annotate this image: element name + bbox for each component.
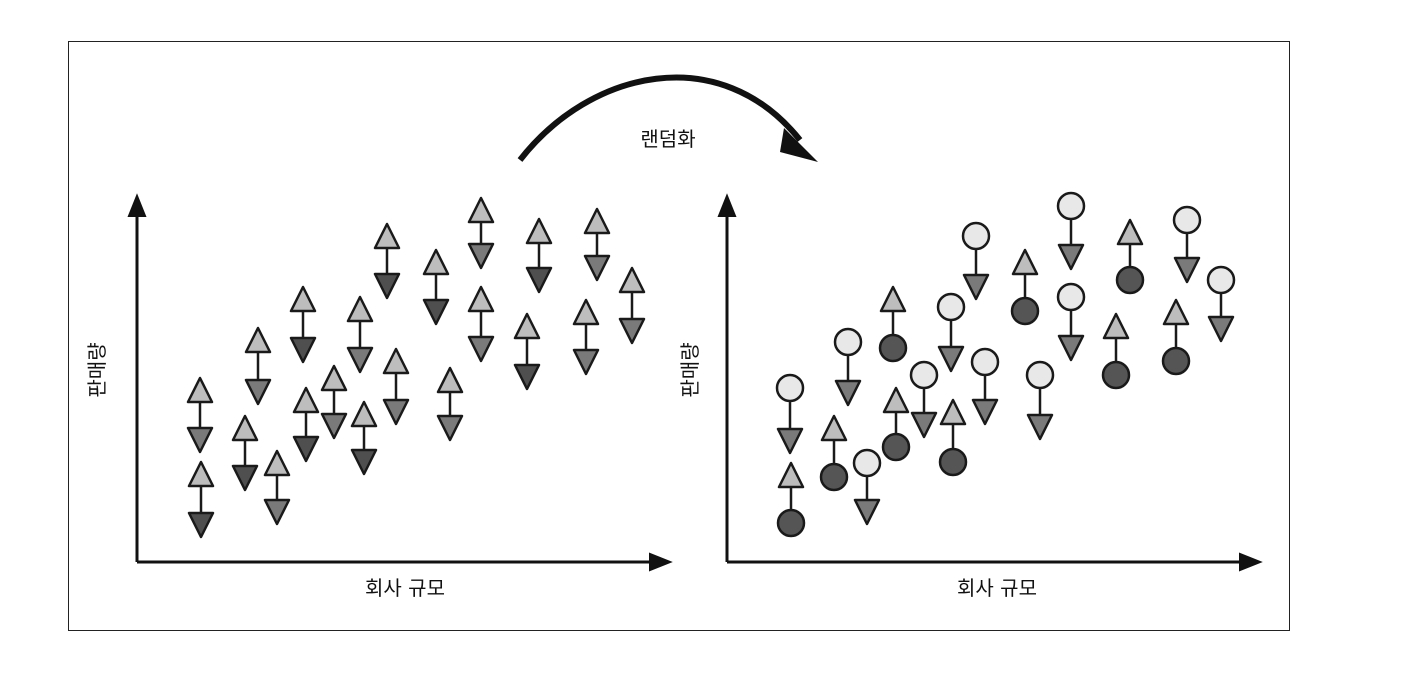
up-triangle-marker — [572, 298, 600, 326]
randomize-arrowhead-icon — [780, 128, 818, 162]
down-triangle-marker — [467, 335, 495, 363]
up-triangle-marker — [231, 414, 259, 442]
up-triangle-marker — [186, 376, 214, 404]
down-triangle-marker — [320, 412, 348, 440]
light-circle-marker — [852, 448, 882, 478]
right-markers — [775, 191, 1236, 538]
light-circle-marker — [775, 373, 805, 403]
up-triangle-marker — [939, 398, 967, 426]
left-markers — [186, 196, 646, 539]
up-triangle-marker — [292, 386, 320, 414]
down-triangle-marker — [346, 346, 374, 374]
up-triangle-marker — [525, 217, 553, 245]
up-triangle-marker — [289, 285, 317, 313]
up-triangle-marker — [820, 414, 848, 442]
down-triangle-marker — [292, 435, 320, 463]
up-triangle-marker — [777, 461, 805, 489]
up-triangle-marker — [373, 222, 401, 250]
down-triangle-marker — [263, 498, 291, 526]
right-panel: 회사 규모 판매량 — [678, 191, 1263, 600]
down-triangle-marker — [231, 464, 259, 492]
up-triangle-marker — [513, 312, 541, 340]
down-triangle-marker — [618, 317, 646, 345]
light-circle-marker — [833, 327, 863, 357]
down-triangle-marker — [910, 411, 938, 439]
down-triangle-marker — [937, 345, 965, 373]
dark-circle-marker — [819, 462, 849, 492]
down-triangle-marker — [572, 348, 600, 376]
dark-circle-marker — [1010, 296, 1040, 326]
right-y-label: 판매량 — [678, 342, 702, 397]
down-triangle-marker — [350, 448, 378, 476]
down-triangle-marker — [513, 363, 541, 391]
light-circle-marker — [1206, 265, 1236, 295]
up-triangle-marker — [1011, 248, 1039, 276]
light-circle-marker — [970, 347, 1000, 377]
up-triangle-marker — [436, 366, 464, 394]
randomize-label: 랜덤화 — [640, 127, 695, 151]
up-triangle-marker — [618, 266, 646, 294]
down-triangle-marker — [1207, 315, 1235, 343]
dark-circle-marker — [1115, 265, 1145, 295]
light-circle-marker — [1025, 360, 1055, 390]
left-y-label: 판매량 — [85, 342, 109, 397]
down-triangle-marker — [187, 511, 215, 539]
down-triangle-marker — [244, 378, 272, 406]
light-circle-marker — [1172, 205, 1202, 235]
down-triangle-marker — [1057, 334, 1085, 362]
up-triangle-marker — [244, 326, 272, 354]
down-triangle-marker — [467, 242, 495, 270]
down-triangle-marker — [186, 426, 214, 454]
down-triangle-marker — [525, 266, 553, 294]
up-triangle-marker — [583, 207, 611, 235]
up-triangle-marker — [382, 347, 410, 375]
down-triangle-marker — [289, 336, 317, 364]
down-triangle-marker — [1026, 413, 1054, 441]
dark-circle-marker — [1101, 360, 1131, 390]
up-triangle-marker — [263, 449, 291, 477]
light-circle-marker — [961, 221, 991, 251]
down-triangle-marker — [834, 379, 862, 407]
down-triangle-marker — [962, 273, 990, 301]
right-x-label: 회사 규모 — [957, 576, 1037, 600]
down-triangle-marker — [971, 398, 999, 426]
up-triangle-marker — [187, 460, 215, 488]
down-triangle-marker — [1173, 256, 1201, 284]
down-triangle-marker — [382, 398, 410, 426]
up-triangle-marker — [879, 285, 907, 313]
up-triangle-marker — [346, 295, 374, 323]
down-triangle-marker — [853, 498, 881, 526]
dark-circle-marker — [881, 432, 911, 462]
down-triangle-marker — [583, 254, 611, 282]
down-triangle-marker — [776, 427, 804, 455]
light-circle-marker — [936, 292, 966, 322]
up-triangle-marker — [320, 364, 348, 392]
light-circle-marker — [909, 360, 939, 390]
down-triangle-marker — [436, 414, 464, 442]
left-panel: 회사 규모 판매량 — [85, 193, 673, 600]
randomize-arrow — [517, 74, 803, 162]
up-triangle-marker — [1116, 218, 1144, 246]
light-circle-marker — [1056, 191, 1086, 221]
up-triangle-marker — [350, 400, 378, 428]
up-triangle-marker — [467, 196, 495, 224]
up-triangle-marker — [882, 386, 910, 414]
dark-circle-marker — [878, 333, 908, 363]
down-triangle-marker — [373, 272, 401, 300]
dark-circle-marker — [776, 508, 806, 538]
left-x-label: 회사 규모 — [365, 576, 445, 600]
dark-circle-marker — [938, 447, 968, 477]
down-triangle-marker — [1057, 243, 1085, 271]
up-triangle-marker — [1102, 312, 1130, 340]
up-triangle-marker — [1162, 298, 1190, 326]
up-triangle-marker — [422, 248, 450, 276]
diagram-frame — [68, 41, 1290, 631]
dark-circle-marker — [1161, 346, 1191, 376]
up-triangle-marker — [467, 285, 495, 313]
light-circle-marker — [1056, 282, 1086, 312]
down-triangle-marker — [422, 298, 450, 326]
